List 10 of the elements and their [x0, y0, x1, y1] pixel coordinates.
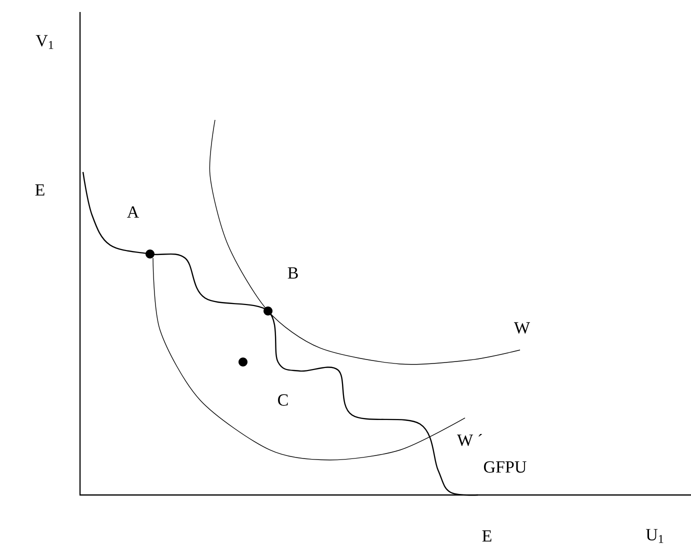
- axis-label: E: [482, 530, 492, 542]
- curve-label: W: [514, 322, 530, 334]
- curve-label: GFPU: [484, 461, 526, 473]
- axis-label: E: [35, 184, 44, 196]
- point-label: A: [127, 206, 140, 218]
- axis-label: V$_{1}$: [36, 35, 54, 49]
- point-label: B: [288, 267, 298, 279]
- point-label: C: [278, 394, 288, 406]
- curve-label: W ´: [457, 434, 482, 446]
- axis-label: U$_{1}$: [646, 529, 664, 543]
